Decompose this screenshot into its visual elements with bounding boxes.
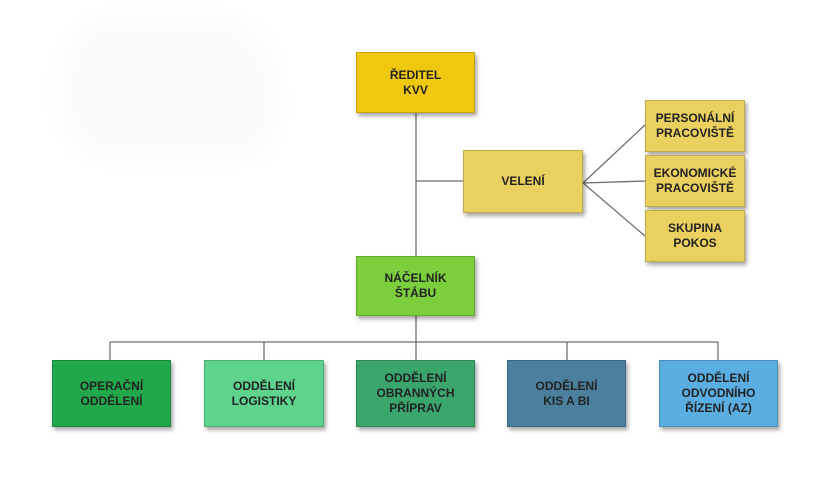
- node-department-label: ODDĚLENÍ OBRANNÝCH PŘÍPRAV: [376, 371, 455, 415]
- node-personnel-label: PERSONÁLNÍ PRACOVIŠTĚ: [655, 111, 735, 140]
- node-economic: EKONOMICKÉ PRACOVIŠTĚ: [645, 155, 745, 207]
- node-department-label: OPERAČNÍ ODDĚLENÍ: [79, 378, 144, 408]
- connector-command-economic: [582, 180, 646, 184]
- node-command-label: VELENÍ: [501, 174, 545, 188]
- node-pokos: SKUPINA POKOS: [645, 210, 745, 262]
- node-department-label: ODDĚLENÍ KIS A BI: [535, 378, 598, 408]
- node-department-label: ODDĚLENÍ ODVODNÍHO ŘÍZENÍ (AZ): [681, 371, 756, 415]
- node-department-defense-preparations: ODDĚLENÍ OBRANNÝCH PŘÍPRAV: [356, 360, 475, 427]
- connector-command-pokos: [582, 182, 646, 237]
- connector-command-personnel: [582, 124, 646, 184]
- node-department-operations: OPERAČNÍ ODDĚLENÍ: [52, 360, 171, 427]
- node-director: ŘEDITEL KVV: [356, 52, 475, 113]
- node-personnel: PERSONÁLNÍ PRACOVIŠTĚ: [645, 100, 745, 152]
- node-economic-label: EKONOMICKÉ PRACOVIŠTĚ: [653, 166, 737, 195]
- node-department-recruitment: ODDĚLENÍ ODVODNÍHO ŘÍZENÍ (AZ): [659, 360, 778, 427]
- node-chief-of-staff: NÁČELNÍK ŠTÁBU: [356, 256, 475, 316]
- node-department-label: ODDĚLENÍ LOGISTIKY: [231, 378, 297, 408]
- node-director-label: ŘEDITEL KVV: [389, 67, 442, 97]
- node-chief-of-staff-label: NÁČELNÍK ŠTÁBU: [384, 271, 447, 300]
- node-pokos-label: SKUPINA POKOS: [667, 221, 722, 250]
- node-command: VELENÍ: [463, 150, 583, 213]
- node-department-kis-bi: ODDĚLENÍ KIS A BI: [507, 360, 626, 427]
- node-department-logistics: ODDĚLENÍ LOGISTIKY: [204, 360, 324, 427]
- faded-background-shape: [58, 12, 280, 162]
